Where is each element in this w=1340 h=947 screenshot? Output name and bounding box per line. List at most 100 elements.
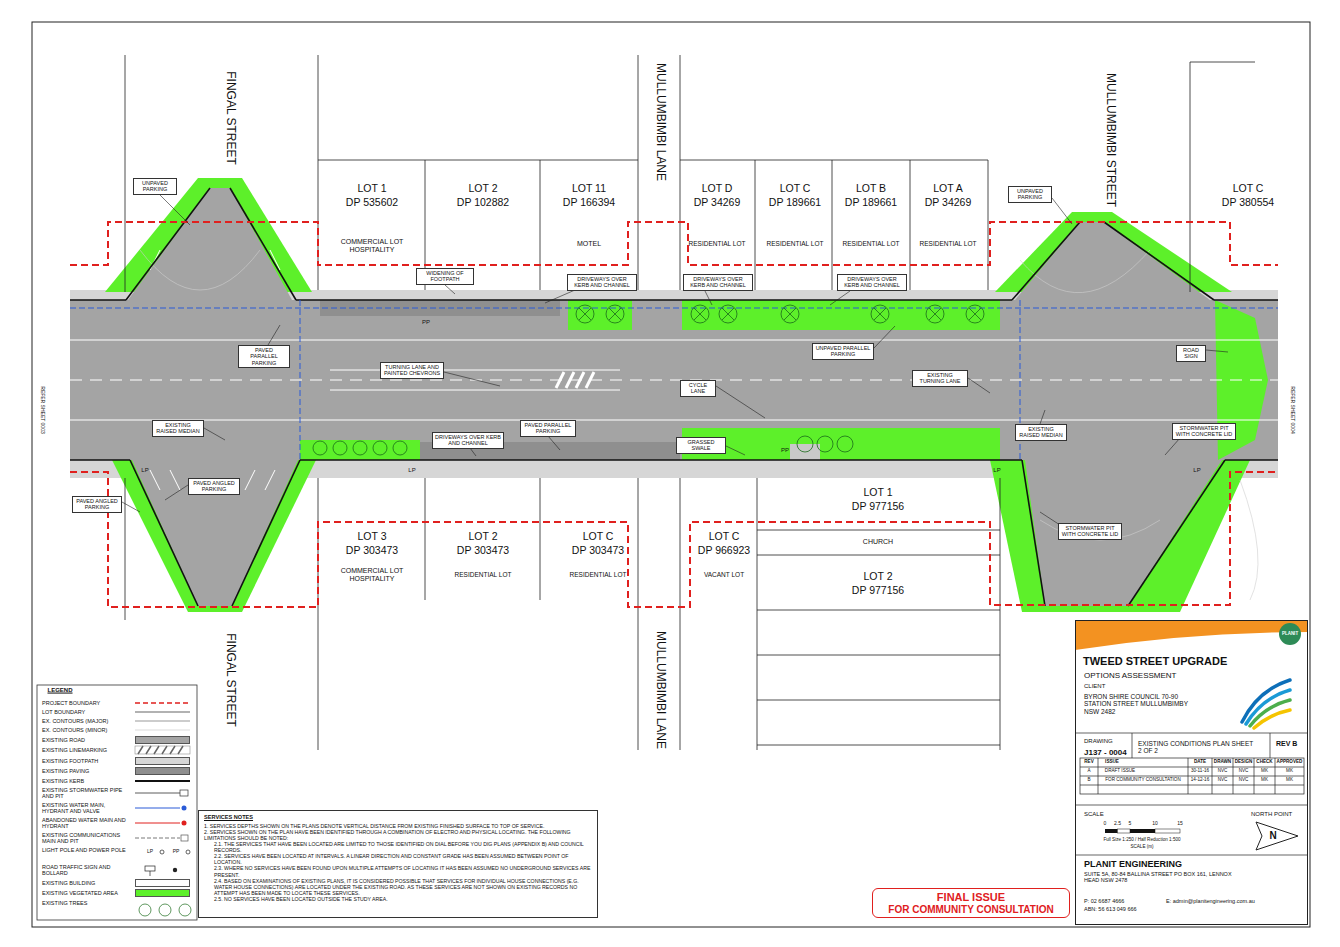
lot-number: LOT 11 [572,182,606,194]
callout-text: STORMWATER PIT WITH CONCRETE LID [1175,425,1233,438]
callout-text: DRIVEWAYS OVER KERB AND CHANNEL [570,276,634,289]
sheet-reference: REFER SHEET 0003 [39,386,45,433]
note-text: 1. SERVICES DEPTHS SHOWN ON THE PLANS DE… [204,823,592,829]
callout-box: DRIVEWAYS OVER KERB AND CHANNEL [683,274,753,291]
revision-cell: NVC [1218,777,1228,782]
callout-text: UNPAVED PARKING [1011,188,1049,201]
water-main [70,300,1278,460]
deposited-plan: DP 977156 [852,500,904,512]
scale-note: Full Size 1:250 / Half Reduction 1:500 [1103,837,1180,842]
street-name: FINGAL STREET [223,71,237,165]
callout-box: EXISTING RAISED MEDIAN [152,420,204,437]
callout-text: PAVED ANGLED PARKING [75,498,119,511]
deposited-plan: DP 380554 [1222,196,1274,208]
legend-text: EXISTING TREES [42,900,130,906]
callout-text: GRASSED SWALE [679,439,723,452]
stamp-text: FOR COMMUNITY CONSULTATION [877,904,1065,916]
title-block-text: DRAWING [1084,738,1113,745]
lot-number: LOT 1 [864,486,893,498]
callout-box: WIDENING OF FOOTPATH [416,268,474,285]
legend-text: EXISTING VEGETATED AREA [42,890,130,896]
deposited-plan: DP 303473 [572,544,624,556]
callout-text: PAVED ANGLED PARKING [191,480,237,493]
sheet-reference: REFER SHEET 0004 [1289,386,1295,433]
revision-cell: ISSUE [1105,759,1119,764]
deposited-plan: DP 166394 [563,196,615,208]
legend-text: EXISTING BUILDING [42,880,130,886]
legend-text: EX. CONTOURS (MAJOR) [42,718,130,724]
lot-number: LOT C [1233,182,1264,194]
cross-streets [128,188,1222,606]
street-name: MULLUMBIMBI LANE [653,63,667,181]
land-use: RESIDENTIAL LOT [455,571,512,578]
pole-tag: LP [408,467,415,474]
revision-cell: FOR COMMUNITY CONSULTATION [1105,777,1180,782]
legend-swatch [135,736,190,744]
legend-symbol: PP [173,849,180,855]
legend-heading: LEGEND [47,687,72,694]
callout-text: DRIVEWAYS OVER KERB AND CHANNEL [686,276,750,289]
deposited-plan: DP 102882 [457,196,509,208]
deposited-plan: DP 535602 [346,196,398,208]
legend-text: EXISTING WATER MAIN, HYDRANT AND VALVE [42,802,130,815]
scale-number: 5 [1129,821,1132,827]
note-text: 2.3. WHERE NO SERVICES HAVE BEEN FOUND U… [214,865,592,877]
title-block-text: SUITE 5A, 80-84 BALLINA STREET PO BOX 16… [1084,871,1234,884]
revision-cell: A [1087,768,1090,773]
callout-text: EXISTING RAISED MEDIAN [1018,426,1064,439]
street-name: FINGAL STREET [223,633,237,727]
callout-box: PAVED PARALLEL PARKING [520,420,576,437]
callout-text: DRIVEWAYS OVER KERB AND CHANNEL [435,434,501,447]
callout-box: PAVED ANGLED PARKING [72,496,122,513]
callout-text: EXISTING RAISED MEDIAN [155,422,201,435]
lot-number: LOT 3 [358,530,387,542]
deposited-plan: DP 966923 [698,544,750,556]
callout-text: UNPAVED PARALLEL PARKING [815,345,871,358]
revision-cell: 14-12-16 [1191,777,1209,782]
street-name: MULLUMBIMBI LANE [653,631,667,749]
revision-cell: CHECK [1256,759,1272,764]
land-use: RESIDENTIAL LOT [689,240,746,247]
revision-cell: DRAFT ISSUE [1105,768,1135,773]
legend-text: LOT BOUNDARY [42,709,130,715]
callout-box: GRASSED SWALE [676,437,726,454]
title-block-text: BYRON SHIRE COUNCIL 70-90 STATION STREET… [1084,693,1194,715]
legend-swatch [135,757,190,765]
title-block-text: EXISTING CONDITIONS PLAN SHEET 2 OF 2 [1138,740,1258,755]
title-block-text: OPTIONS ASSESSMENT [1084,671,1176,680]
street-name: MULLUMBIMBI STREET [1103,73,1117,207]
title-block-text: J137 - 0004 [1084,748,1127,757]
callout-box: EXISTING TURNING LANE [912,370,968,387]
lot-number: LOT B [856,182,886,194]
callout-text: DRIVEWAYS OVER KERB AND CHANNEL [840,276,904,289]
pole-tag: LP [993,467,1000,474]
title-block-lines [1075,620,1308,855]
logo-text: PLANIT [1282,631,1298,636]
legend-swatch [135,889,190,897]
lot-number: LOT D [702,182,733,194]
notes-box: SERVICES NOTES1. SERVICES DEPTHS SHOWN O… [198,810,598,918]
lot-number: LOT C [583,530,614,542]
legend-text: LIGHT POLE AND POWER POLE [42,847,130,853]
title-block: OPTIONS ASSESSMENTCLIENTBYRON SHIRE COUN… [1075,620,1308,925]
callout-box: STORMWATER PIT WITH CONCRETE LID [1058,523,1122,540]
title-block-text: NORTH POINT [1251,811,1292,818]
legend-text: EXISTING STORMWATER PIPE AND PIT [42,787,130,800]
north-letter: N [1269,830,1276,842]
revision-cell: REV [1084,759,1093,764]
deposited-plan: DP 34269 [694,196,741,208]
lot-number: LOT 2 [469,182,498,194]
title-block-text: SCALE [1084,811,1104,818]
note-text: 2.4. BASED ON EXAMINATIONS OF EXISTING P… [214,878,592,896]
revision-cell: DRAWN [1214,759,1231,764]
land-use: RESIDENTIAL LOT [843,240,900,247]
callout-box: UNPAVED PARKING [1008,186,1052,203]
revision-cell: MK [1261,768,1268,773]
callout-box: UNPAVED PARKING [133,178,177,195]
callout-text: PAVED PARALLEL PARKING [523,422,573,435]
lot-number: LOT 1 [358,182,387,194]
revision-cell: B [1087,777,1090,782]
callout-box: UNPAVED PARALLEL PARKING [812,343,874,360]
